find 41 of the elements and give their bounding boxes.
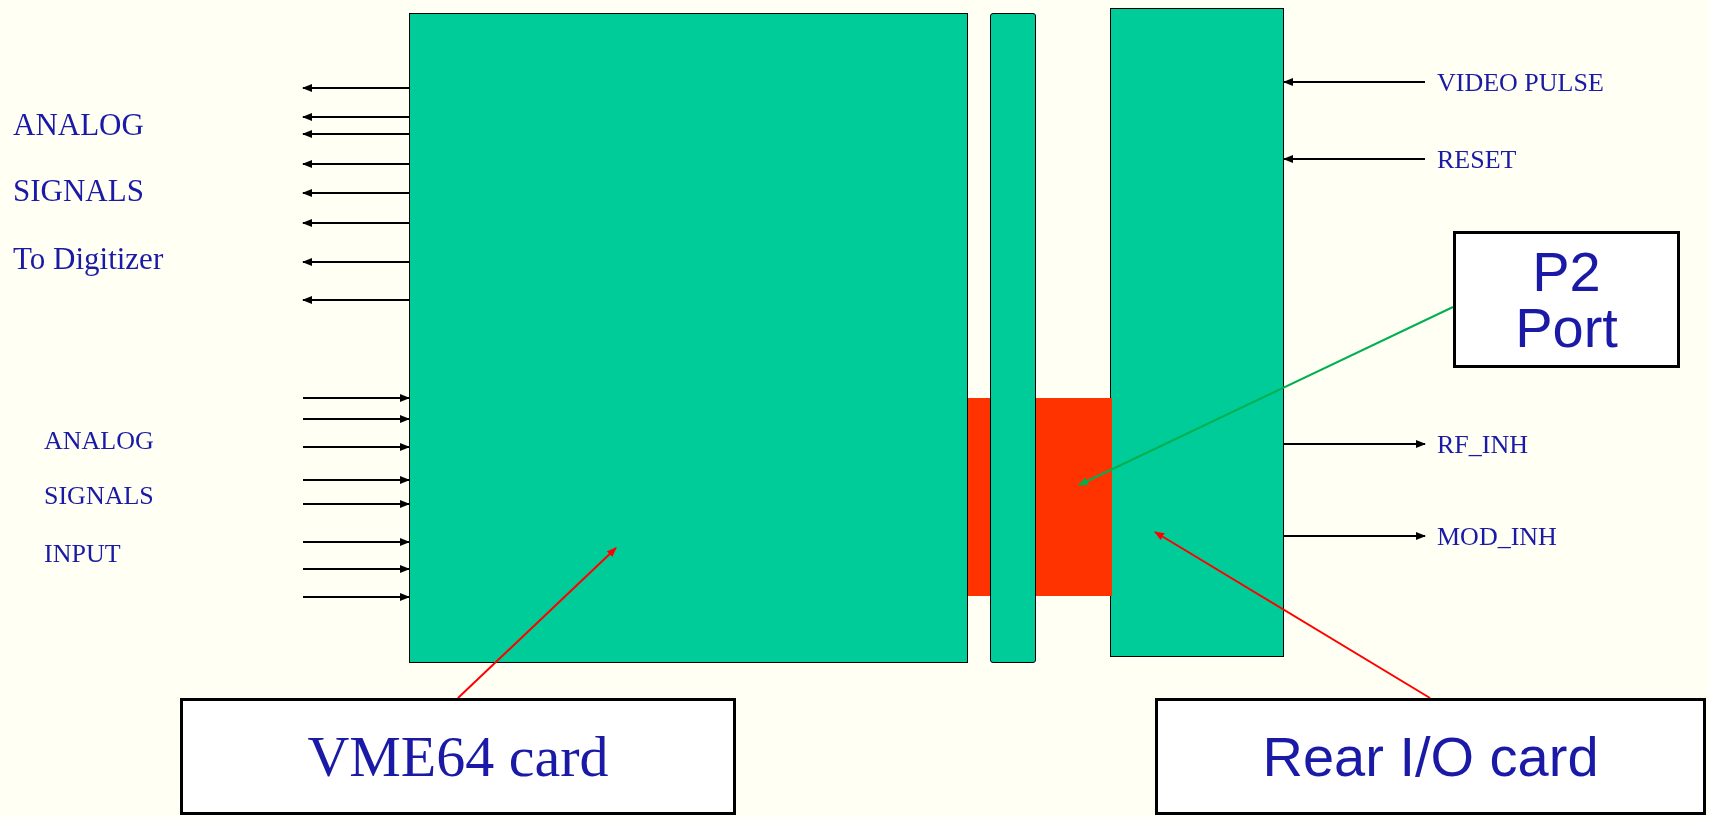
card-board bbox=[409, 13, 968, 663]
signal-label: RF_INH bbox=[1425, 429, 1645, 459]
backplane-bar bbox=[990, 13, 1036, 663]
signal-group-label: ANALOG bbox=[44, 428, 154, 454]
arrow bbox=[302, 84, 410, 92]
arrow bbox=[302, 189, 410, 197]
arrow bbox=[1283, 532, 1426, 540]
arrow bbox=[302, 593, 410, 601]
signal-group-label: SIGNALS bbox=[44, 483, 154, 509]
arrow bbox=[1283, 440, 1426, 448]
signal-label: VIDEO PULSE bbox=[1425, 67, 1645, 97]
signal-group-label: ANALOG bbox=[13, 109, 144, 140]
label-box: Rear I/O card bbox=[1155, 698, 1706, 815]
arrow bbox=[302, 443, 410, 451]
connector-block bbox=[1036, 398, 1112, 596]
card-board bbox=[1110, 8, 1284, 657]
leader-line bbox=[457, 547, 617, 699]
arrow bbox=[302, 476, 410, 484]
arrow bbox=[302, 113, 410, 121]
arrow bbox=[302, 500, 410, 508]
arrow bbox=[302, 130, 410, 138]
arrow bbox=[1283, 155, 1426, 163]
signal-group-label: INPUT bbox=[44, 541, 121, 567]
arrow bbox=[302, 394, 410, 402]
arrow bbox=[302, 565, 410, 573]
label-box: VME64 card bbox=[180, 698, 736, 815]
signal-label: RESET bbox=[1425, 144, 1645, 174]
signal-label: MOD_INH bbox=[1425, 521, 1645, 551]
connector-block bbox=[968, 398, 990, 596]
arrow bbox=[302, 296, 410, 304]
arrow bbox=[302, 538, 410, 546]
leader-line bbox=[1078, 306, 1454, 486]
arrow bbox=[302, 160, 410, 168]
arrow bbox=[302, 258, 410, 266]
leader-line bbox=[1154, 531, 1431, 699]
label-box: P2 Port bbox=[1453, 231, 1680, 368]
signal-group-label: To Digitizer bbox=[13, 243, 164, 274]
signal-group-label: SIGNALS bbox=[13, 175, 144, 206]
arrow bbox=[302, 219, 410, 227]
arrow bbox=[1283, 78, 1426, 86]
arrow bbox=[302, 415, 410, 423]
